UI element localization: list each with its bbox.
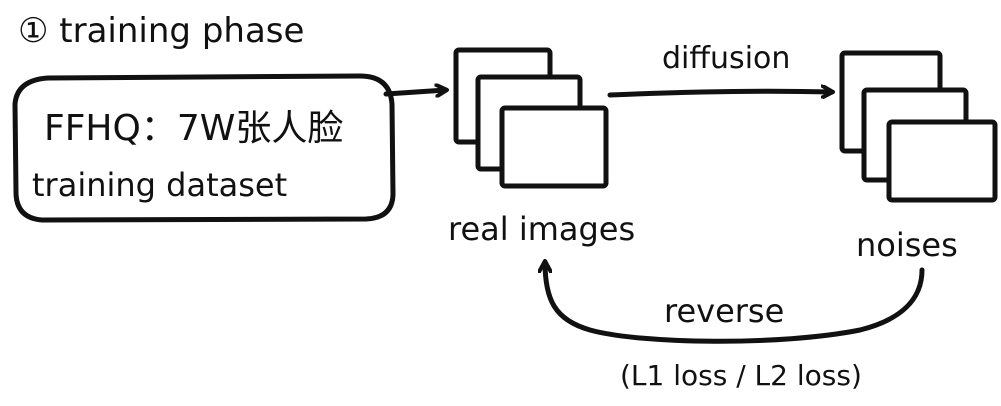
real-image-frame-3 xyxy=(499,105,609,189)
reverse-arrow xyxy=(545,262,925,344)
loss-label: (L1 loss / L2 loss) xyxy=(620,359,862,392)
phase-title: ① training phase xyxy=(18,11,304,51)
diffusion-label: diffusion xyxy=(662,41,790,76)
noises-label: noises xyxy=(856,226,958,264)
noises-stack xyxy=(839,50,998,203)
dataset-box: FFHQ：7W张人脸 training dataset xyxy=(12,73,396,223)
real-images-stack xyxy=(453,47,609,189)
diffusion-arrow xyxy=(607,91,832,95)
dataset-box-line2: training dataset xyxy=(32,166,287,204)
reverse-label: reverse xyxy=(664,292,784,330)
dataset-box-line1: FFHQ：7W张人脸 xyxy=(44,108,343,149)
dataset-to-images-arrow xyxy=(383,90,446,94)
real-images-label: real images xyxy=(448,210,635,248)
noise-frame-3 xyxy=(886,119,998,203)
